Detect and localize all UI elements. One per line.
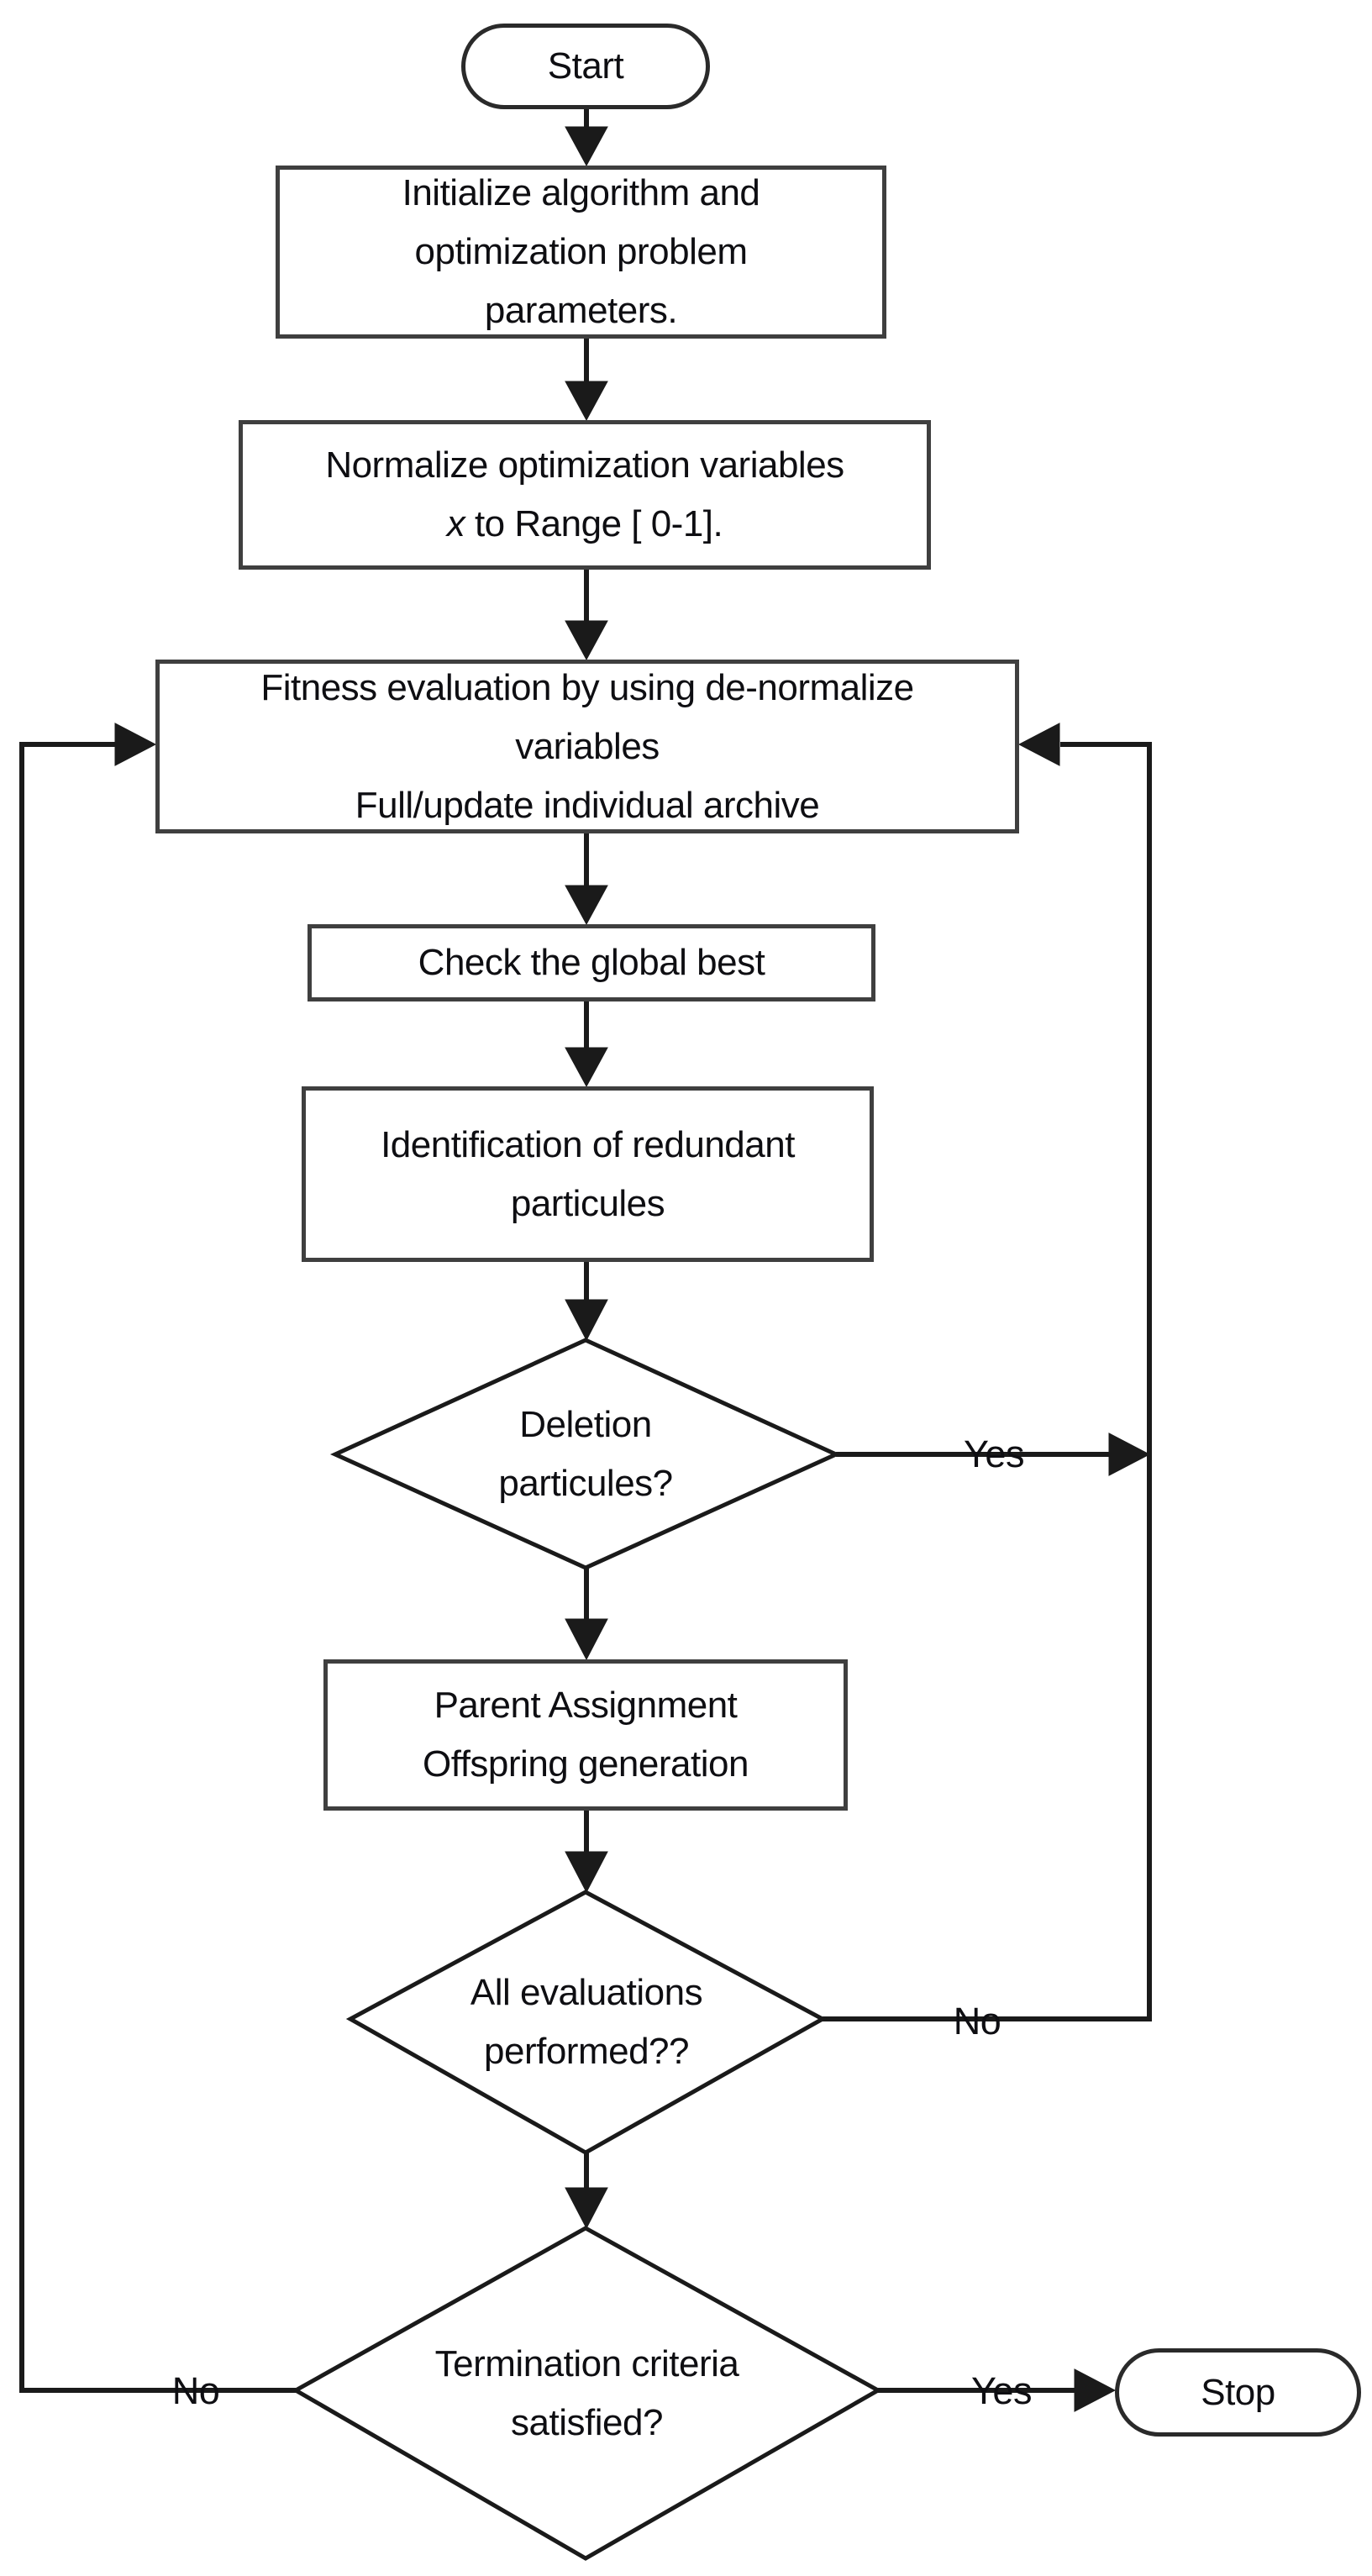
decision-evaluations-line2: performed??: [484, 2031, 689, 2072]
step-parent-offspring: Parent Assignment Offspring generation: [323, 1659, 848, 1811]
arrowhead-left-into-fitness: [1017, 723, 1060, 766]
arrowhead-down-identify: [565, 1047, 608, 1088]
step-normalize-line2: x to Range [ 0-1].: [447, 495, 723, 554]
range-text: to Range [ 0-1].: [465, 503, 723, 544]
decision-all-evaluations-shape: [345, 1890, 828, 2155]
step-fitness-line3: Full/update individual archive: [355, 784, 820, 826]
edge-label-evaluations-no: No: [953, 2000, 1001, 2042]
edge-label-termination-no: No: [171, 2369, 220, 2412]
arrowhead-down-normalize: [565, 381, 608, 422]
step-check-global-best-label: Check the global best: [418, 942, 765, 983]
arrowhead-down-fitness: [565, 620, 608, 661]
arrowhead-down-initialize: [565, 126, 608, 167]
decision-termination-shape: [291, 2226, 883, 2561]
step-initialize: Initialize algorithm and optimization pr…: [276, 166, 886, 339]
arrowhead-down-evaluations: [565, 1851, 608, 1894]
step-initialize-line1: Initialize algorithm and: [402, 172, 760, 213]
step-normalize: Normalize optimization variables x to Ra…: [239, 420, 931, 570]
decision-termination-text: Termination criteria satisfied?: [296, 2228, 878, 2558]
step-initialize-line2: optimization problem: [414, 231, 748, 272]
step-identify-line2: particules: [510, 1182, 665, 1224]
step-fitness-line2: variables: [515, 725, 660, 767]
step-check-global-best: Check the global best: [308, 924, 875, 1001]
arrowhead-down-termination: [565, 2187, 608, 2230]
step-identify-redundant: Identification of redundant particules: [302, 1086, 874, 1262]
arrowhead-right-deletion-yes: [1108, 1433, 1151, 1476]
step-identify-line1: Identification of redundant: [381, 1123, 795, 1165]
arrowhead-right-into-fitness: [114, 723, 157, 766]
edge-termination-no-feedback: [19, 742, 296, 2393]
edge-label-deletion-yes: Yes: [964, 1433, 1024, 1475]
decision-termination-line2: satisfied?: [511, 2401, 663, 2443]
arrowhead-down-parent: [565, 1618, 608, 1661]
step-initialize-line3: parameters.: [484, 290, 678, 331]
decision-all-evaluations-text: All evaluations performed??: [350, 1892, 823, 2153]
stop-label: Stop: [1201, 2371, 1275, 2413]
start-label: Start: [547, 45, 624, 87]
decision-deletion-text: Deletion particules?: [335, 1340, 836, 1568]
step-parent-line1: Parent Assignment: [434, 1685, 738, 1726]
decision-deletion-line1: Deletion: [519, 1403, 652, 1445]
step-fitness-evaluation: Fitness evaluation by using de-normalize…: [155, 660, 1019, 833]
stop-node: Stop: [1115, 2348, 1361, 2437]
arrowhead-down-check: [565, 885, 608, 926]
step-fitness-line1: Fitness evaluation by using de-normalize: [260, 666, 914, 708]
start-node: Start: [461, 24, 710, 109]
edge-label-termination-yes: Yes: [971, 2369, 1032, 2412]
arrowhead-right-stop: [1074, 2368, 1117, 2412]
step-normalize-line1: Normalize optimization variables: [325, 444, 844, 486]
variable-x: x: [446, 503, 465, 544]
decision-evaluations-line1: All evaluations: [470, 1972, 703, 2013]
decision-deletion-line2: particules?: [498, 1462, 673, 1504]
edge-evaluations-no-feedback: [823, 742, 1152, 2021]
decision-deletion-shape: [329, 1338, 842, 1570]
decision-termination-line1: Termination criteria: [434, 2342, 739, 2384]
step-parent-line2: Offspring generation: [423, 1743, 749, 1785]
arrowhead-down-deletion: [565, 1299, 608, 1342]
